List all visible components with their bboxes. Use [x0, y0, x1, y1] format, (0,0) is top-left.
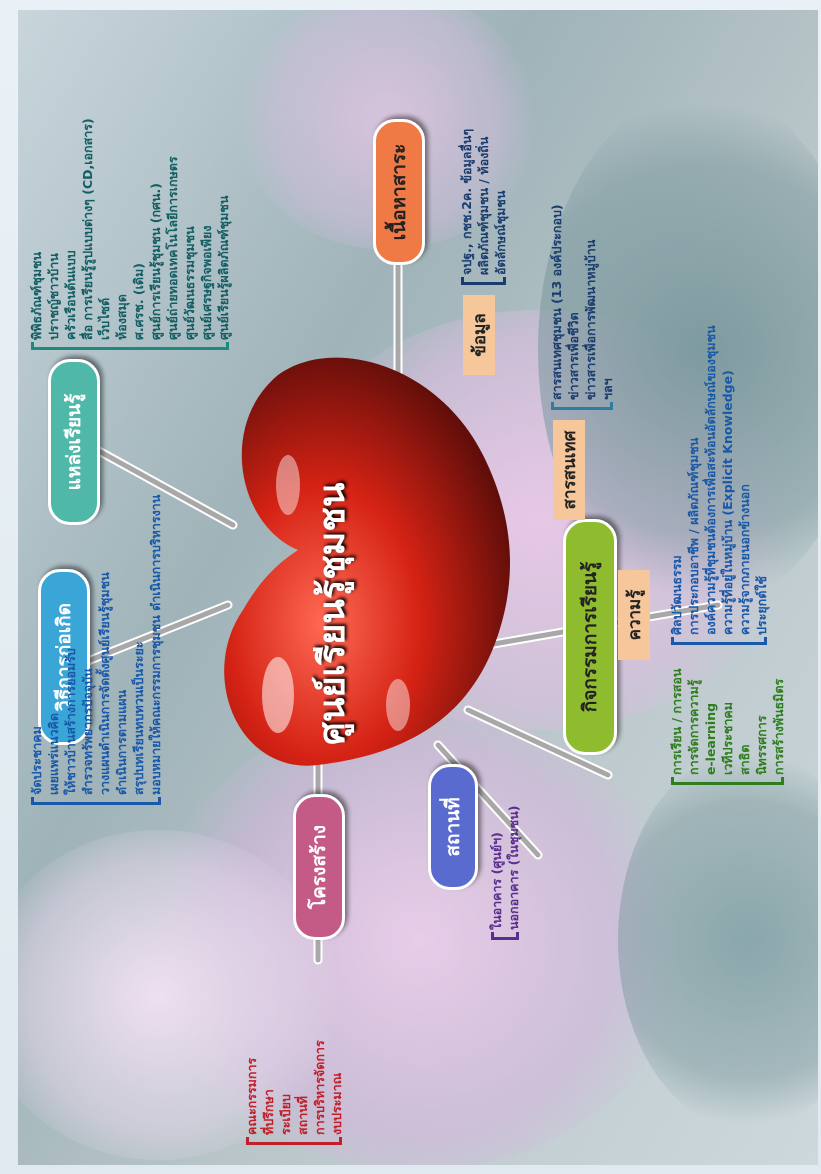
- mindmap-rotated: ศูนย์เรียนรู้ชุมชน วิธีการก่อเกิด แหล่งเ…: [18, 10, 818, 1165]
- heart-shape: [224, 357, 510, 766]
- list-item: นอกอาคาร (ในชุมชน): [506, 805, 521, 930]
- list-item: ศ.ศรช. (เดิม): [131, 263, 146, 340]
- list-item: อัตลักษณ์ชุมชน: [493, 190, 508, 275]
- list-item: สารสนเทศชุมชน (13 องค์ประกอบ): [549, 204, 564, 400]
- list-item: การเรียน / การสอน: [669, 668, 684, 775]
- list-item: เว็บไซต์: [97, 297, 112, 340]
- list-item: ผลิตภัณฑ์ชุมชน / ท้องถิ่น: [476, 136, 491, 275]
- list-item: การประกอบอาชีพ / ผลิตภัณฑ์ชุมชน: [686, 437, 701, 635]
- list-item: งบประมาณ: [329, 1072, 344, 1135]
- list-item: ศูนย์การเรียนรู้ชุมชน (กศน.): [148, 182, 163, 340]
- node-activities: กิจกรรมการเรียนรู้: [563, 519, 617, 755]
- list-item: ศูนย์วัฒนธรรมชุมชน: [182, 226, 197, 340]
- center-title: ศูนย์เรียนรู้ชุมชน: [312, 482, 353, 745]
- location-list: ในอาคาร (ศูนย์ฯ) นอกอาคาร (ในชุมชน): [488, 806, 522, 940]
- list-item: พิพิธภัณฑ์ชุมชน: [29, 251, 44, 340]
- knowledge-list: ศิลปวัฒนธรรม การประกอบอาชีพ / ผลิตภัณฑ์ช…: [668, 325, 770, 645]
- list-item: ดำเนินการตามแผน: [114, 689, 129, 795]
- mindmap-canvas: ศูนย์เรียนรู้ชุมชน วิธีการก่อเกิด แหล่งเ…: [18, 10, 818, 1165]
- list-item: ข่าวสารเพื่อชีวิต: [566, 312, 581, 400]
- tag-knowledge: ความรู้: [618, 570, 650, 660]
- list-item: ที่ปรึกษา: [261, 1089, 276, 1135]
- list-item: เผยแพร่แนวคิด: [46, 712, 61, 795]
- list-item: ความรู้ที่อยู่ในหมู่บ้าน (Explicit Knowl…: [720, 370, 735, 635]
- list-item: สถานที่: [295, 1095, 310, 1135]
- structure-list: คณะกรรมการ ที่ปรึกษา ระเบียบ สถานที่ การ…: [243, 1040, 345, 1145]
- list-item: จัดประชาคม: [29, 726, 44, 795]
- list-item: การสร้างพันธมิตร: [771, 678, 786, 775]
- list-item: ความรู้จากภายนอกข้างนอก: [737, 484, 752, 635]
- list-item: นิทรรศการ: [754, 715, 769, 775]
- list-item: ข่าวสารเพื่อการพัฒนาหมู่บ้าน: [583, 239, 598, 400]
- list-item: ศิลปวัฒนธรรม: [669, 555, 684, 635]
- list-item: ในอาคาร (ศูนย์ฯ): [489, 832, 504, 930]
- list-item: สื่อ การเรียนรู้รูปแบบต่างๆ (CD,เอกสาร): [80, 118, 95, 340]
- list-item: ศูนย์เศรษฐกิจพอเพียง: [199, 225, 214, 340]
- list-item: องค์ความรู้ที่ชุมชนต้องการเพื่อสะท้อนอัต…: [703, 325, 718, 635]
- list-item: ศูนย์ถ่ายทอดเทคโนโลยีการเกษตร: [165, 156, 180, 340]
- list-item: สรุปบทเรียนทบทวนเป็นระยะ: [131, 641, 146, 795]
- list-item: ครัวเรือนต้นแบบ: [63, 250, 78, 340]
- list-item: สาธิต: [737, 744, 752, 775]
- origin-list: จัดประชาคม เผยแพร่แนวคิด ให้ชาวบ้านสร้าง…: [28, 495, 164, 805]
- sources-list: พิพิธภัณฑ์ชุมชน ปราชญ์ชาวบ้าน ครัวเรือนต…: [28, 118, 232, 350]
- list-item: e-learning: [703, 702, 718, 775]
- list-item: ปราชญ์ชาวบ้าน: [46, 253, 61, 340]
- tag-info: สารสนเทศ: [553, 420, 585, 520]
- list-item: การจัดการความรู้: [686, 679, 701, 775]
- list-item: การบริหารจัดการ: [312, 1040, 327, 1135]
- node-location: สถานที่: [428, 764, 478, 890]
- list-item: ระเบียบ: [278, 1094, 293, 1135]
- list-item: ประยุกต์ใช้: [754, 576, 769, 635]
- list-item: จปฐ., กชช.2ค. ข้อมูลอื่นๆ: [459, 128, 474, 275]
- list-item: คณะกรรมการ: [244, 1057, 259, 1135]
- node-content: เนื้อหาสาระ: [373, 119, 425, 265]
- list-item: วางแผนดำเนินการจัดตั้งศูนย์เรียนรู้ชุมชน: [97, 572, 112, 795]
- tag-data: ข้อมูล: [463, 295, 495, 375]
- info-list: สารสนเทศชุมชน (13 องค์ประกอบ) ข่าวสารเพื…: [548, 204, 616, 410]
- list-item: ห้องสมุด: [114, 294, 129, 340]
- list-item: ฯลฯ: [600, 378, 615, 400]
- list-item: เวทีประชาคม: [720, 702, 735, 775]
- node-structure: โครงสร้าง: [293, 794, 345, 940]
- list-item: ให้ชาวบ้านสร้างการยอมรับ: [63, 648, 78, 795]
- list-item: มอบหมายให้คณะกรรมการชุมชน ดำเนินการบริหา…: [148, 494, 163, 795]
- list-item: ศูนย์เรียนรู้ผลิตภัณฑ์ชุมชน: [216, 195, 231, 340]
- data-list: จปฐ., กชช.2ค. ข้อมูลอื่นๆ ผลิตภัณฑ์ชุมชน…: [458, 129, 509, 285]
- activities-list: การเรียน / การสอน การจัดการความรู้ e-lea…: [668, 669, 787, 785]
- list-item: สำรวจทรัพยากรปัจจุบัน: [80, 668, 95, 795]
